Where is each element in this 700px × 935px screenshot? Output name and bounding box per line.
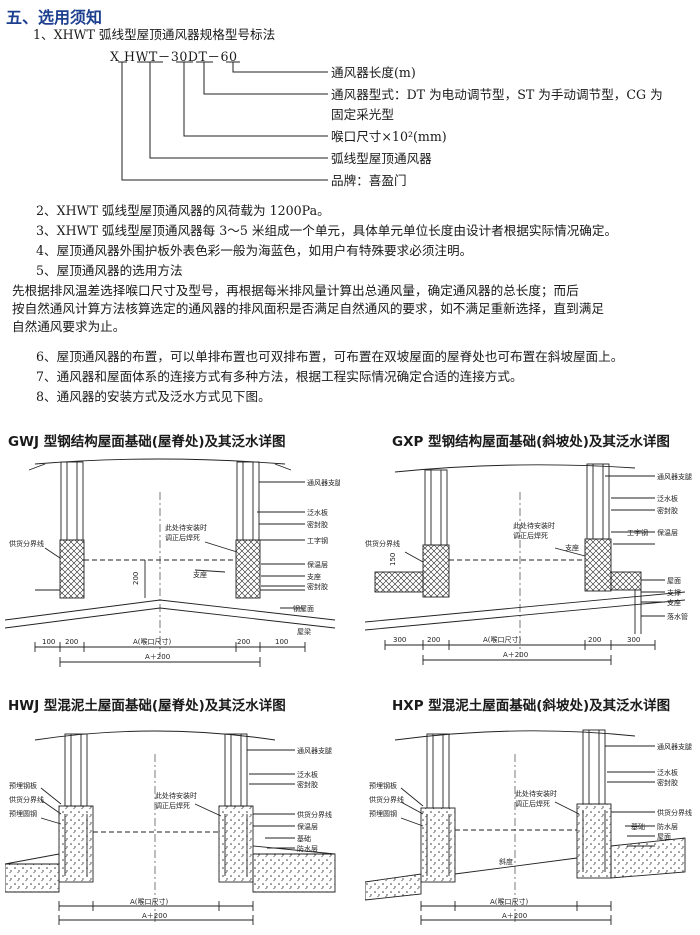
svg-text:钢屋面: 钢屋面 [293, 604, 314, 613]
svg-text:密封胶: 密封胶 [307, 582, 328, 591]
svg-text:A＋200: A＋200 [145, 653, 170, 661]
svg-text:100: 100 [42, 638, 55, 646]
svg-text:密封胶: 密封胶 [657, 778, 678, 787]
svg-text:此处待安装时: 此处待安装时 [165, 523, 207, 532]
legend-arc: 弧线型屋顶通风器 [331, 151, 432, 166]
diagram-gxp: 通风器支腿 泛水板 密封胶 工字钢 保温层 屋面 支撑 支座 落水管 此处待安装… [365, 463, 692, 665]
svg-text:此处待安装时: 此处待安装时 [155, 791, 197, 800]
svg-text:调正后焊死: 调正后焊死 [155, 801, 190, 810]
svg-text:200: 200 [132, 572, 140, 585]
svg-text:A(喉口尺寸): A(喉口尺寸) [490, 897, 529, 906]
item-1: 1、XHWT 弧线型屋顶通风器规格型号标法 [33, 27, 276, 42]
item-2: 2、XHWT 弧线型屋顶通风器的风荷载为 1200Pa。 [36, 203, 330, 218]
svg-text:泛水板: 泛水板 [657, 494, 678, 503]
svg-text:基础: 基础 [297, 834, 311, 843]
item-6: 6、屋顶通风器的布置，可以单排布置也可双排布置，可布置在双坡屋面的屋脊处也可布置… [36, 349, 624, 364]
svg-text:A(喉口尺寸): A(喉口尺寸) [483, 635, 522, 644]
svg-text:200: 200 [588, 636, 601, 644]
item-5-body-line: 自然通风要求为止。 [12, 319, 126, 334]
svg-text:泛水板: 泛水板 [657, 768, 678, 777]
svg-text:预埋圆钢: 预埋圆钢 [9, 809, 37, 818]
legend-brand: 品牌：喜盈门 [331, 173, 407, 188]
svg-text:供货分界线: 供货分界线 [365, 539, 400, 548]
item-4: 4、屋顶通风器外围护板外表色彩一般为海蓝色，如用户有特殊要求必须注明。 [36, 243, 473, 258]
svg-text:200: 200 [65, 638, 78, 646]
svg-text:200: 200 [237, 638, 250, 646]
svg-text:落水管: 落水管 [667, 612, 688, 621]
diagram-title-hwj: HWJ 型混泥土屋面基础(屋脊处)及其泛水详图 [8, 698, 286, 714]
svg-text:斜度: 斜度 [499, 857, 513, 866]
item-5-body-line: 按自然通风计算方法核算选定的通风器的排风面积是否满足自然通风的要求，如不满足重新… [12, 301, 604, 316]
svg-text:300: 300 [627, 636, 640, 644]
svg-text:保温层: 保温层 [307, 560, 328, 569]
diagram-hxp: 通风器支腿 泛水板 密封胶 供货分界线 基础 防水层 屋面 预埋钢板 供货分界线… [365, 729, 692, 925]
svg-text:100: 100 [275, 638, 288, 646]
svg-text:调正后焊死: 调正后焊死 [165, 533, 200, 542]
svg-text:防水层: 防水层 [297, 844, 318, 853]
svg-text:工字钢: 工字钢 [627, 528, 648, 537]
svg-text:密封胶: 密封胶 [307, 520, 328, 529]
svg-text:屋梁: 屋梁 [297, 627, 311, 636]
diagram-hwj: 通风器支腿 泛水板 密封胶 供货分界线 保温层 基础 防水层 预埋钢板 供货分界… [5, 730, 336, 925]
svg-text:通风器支腿: 通风器支腿 [307, 478, 340, 487]
svg-text:供货分界线: 供货分界线 [9, 539, 44, 548]
svg-text:防水层: 防水层 [657, 822, 678, 831]
item-5-body: 先根据排风温差选择喉口尺寸及型号，再根据每米排风量计算出总通风量，确定通风器的总… [12, 282, 694, 336]
svg-text:通风器支腿: 通风器支腿 [297, 746, 332, 755]
diagram-gwj: 通风器支腿 泛水板 密封胶 工字钢 保温层 支座 密封胶 钢屋面 屋梁 此处待安… [5, 458, 340, 667]
svg-text:A(喉口尺寸): A(喉口尺寸) [130, 897, 169, 906]
item-5: 5、屋顶通风器的选用方法 [36, 263, 183, 278]
item-3: 3、XHWT 弧线型屋顶通风器每 3～5 米组成一个单元，具体单元单位长度由设计… [36, 223, 618, 238]
svg-text:A＋200: A＋200 [502, 912, 527, 920]
svg-text:支座: 支座 [193, 570, 207, 579]
svg-text:A(喉口尺寸): A(喉口尺寸) [133, 637, 172, 646]
svg-text:通风器支腿: 通风器支腿 [657, 742, 692, 751]
svg-text:300: 300 [393, 636, 406, 644]
svg-text:屋面: 屋面 [657, 833, 671, 841]
svg-text:保温层: 保温层 [657, 528, 678, 537]
svg-text:通风器支腿: 通风器支腿 [657, 472, 692, 481]
svg-text:供货分界线: 供货分界线 [9, 795, 44, 804]
svg-text:调正后焊死: 调正后焊死 [515, 799, 550, 808]
svg-text:支撑: 支撑 [667, 588, 681, 597]
item-7: 7、通风器和屋面体系的连接方式有多种方法，根据工程实际情况确定合适的连接方式。 [36, 369, 523, 384]
svg-text:支座: 支座 [565, 543, 579, 552]
svg-text:工字钢: 工字钢 [307, 536, 328, 545]
svg-text:密封胶: 密封胶 [657, 506, 678, 515]
svg-text:泛水板: 泛水板 [307, 508, 328, 517]
legend-type: 通风器型式：DT 为电动调节型，ST 为手动调节型，CG 为 [331, 87, 663, 102]
diagram-title-hxp: HXP 型混泥土屋面基础(斜坡处)及其泛水详图 [392, 698, 671, 714]
svg-text:调正后焊死: 调正后焊死 [513, 531, 548, 540]
svg-text:供货分界线: 供货分界线 [369, 795, 404, 804]
svg-text:200: 200 [427, 636, 440, 644]
svg-text:支座: 支座 [307, 572, 321, 581]
svg-text:保温层: 保温层 [297, 822, 318, 831]
svg-text:A＋200: A＋200 [142, 912, 167, 920]
legend-type-cont: 固定采光型 [331, 107, 394, 122]
svg-text:基础: 基础 [631, 822, 645, 831]
model-code: X HWT－30DT－60 [110, 49, 238, 64]
svg-text:屋面: 屋面 [667, 577, 681, 585]
legend-length: 通风器长度(m) [331, 65, 416, 80]
svg-text:供货分界线: 供货分界线 [297, 810, 332, 819]
svg-text:预埋钢板: 预埋钢板 [9, 781, 37, 790]
item-8: 8、通风器的安装方式及泛水方式见下图。 [36, 389, 271, 404]
svg-text:密封胶: 密封胶 [297, 780, 318, 789]
svg-text:150: 150 [389, 553, 397, 566]
svg-text:泛水板: 泛水板 [297, 770, 318, 779]
svg-text:此处待安装时: 此处待安装时 [513, 521, 555, 530]
item-5-body-line: 先根据排风温差选择喉口尺寸及型号，再根据每米排风量计算出总通风量，确定通风器的总… [12, 283, 579, 298]
svg-text:此处待安装时: 此处待安装时 [515, 789, 557, 798]
legend-throat: 喉口尺寸×10²(mm) [331, 129, 447, 144]
svg-text:供货分界线: 供货分界线 [657, 808, 692, 817]
diagram-title-gwj: GWJ 型钢结构屋面基础(屋脊处)及其泛水详图 [8, 434, 286, 450]
model-code-leader-lines [118, 61, 328, 181]
svg-text:预埋圆钢: 预埋圆钢 [369, 809, 397, 818]
svg-text:A＋200: A＋200 [503, 651, 528, 659]
svg-text:预埋钢板: 预埋钢板 [369, 781, 397, 790]
section-title: 五、选用须知 [6, 8, 103, 27]
svg-text:支座: 支座 [667, 598, 681, 607]
diagram-title-gxp: GXP 型钢结构屋面基础(斜坡处)及其泛水详图 [392, 434, 670, 450]
